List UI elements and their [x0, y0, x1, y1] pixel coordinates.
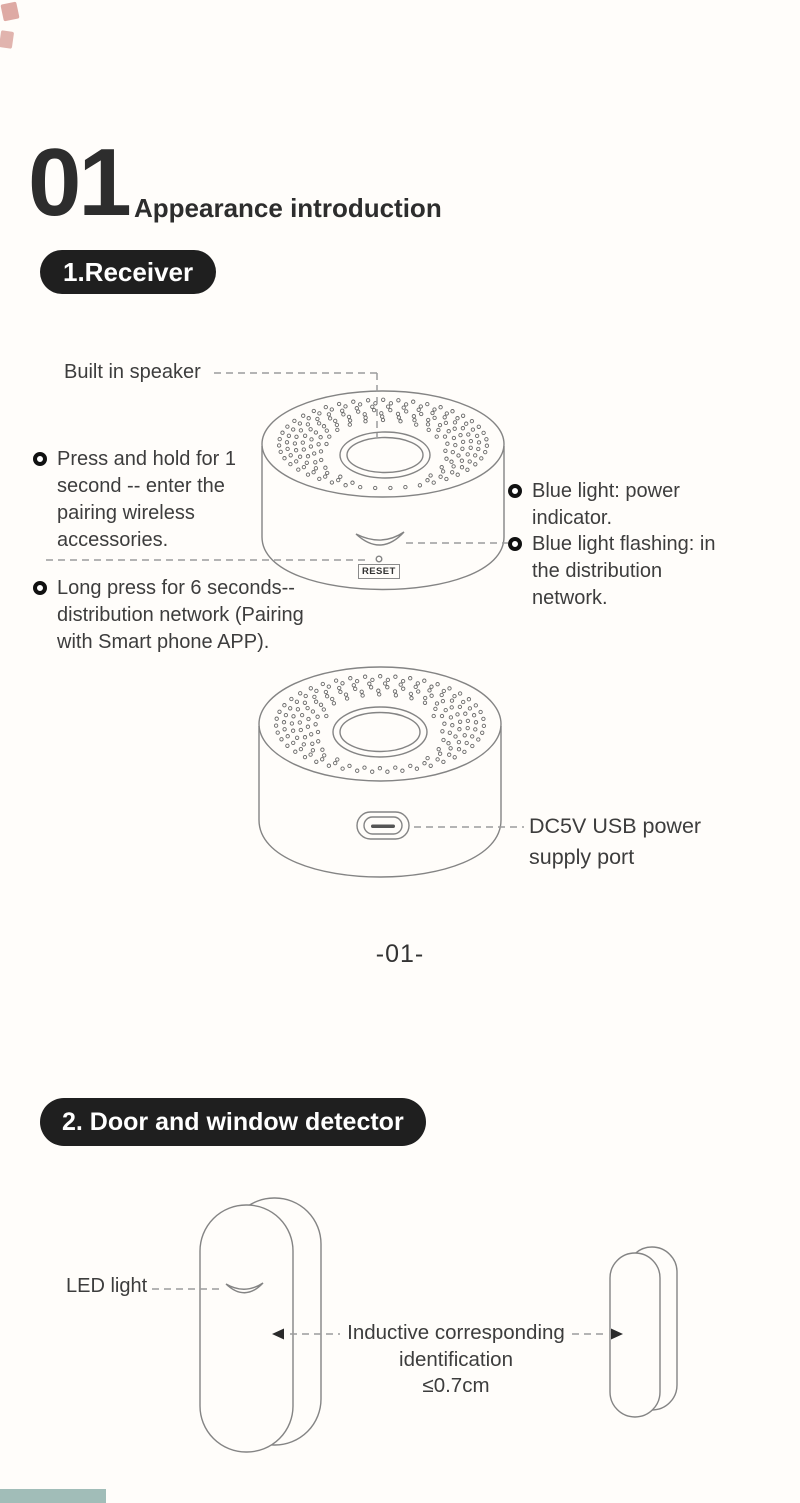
arrow-left-icon: [272, 1328, 284, 1340]
page-title: Appearance introduction: [134, 193, 442, 223]
bullet-icon: [33, 452, 47, 466]
speaker-holes-pattern: [273, 674, 487, 774]
teal-watermark-bottom: [0, 1489, 106, 1503]
door-sensor-body: [199, 1197, 322, 1453]
bullet-icon: [508, 537, 522, 551]
instruction-blue-light-flashing: Blue light flashing: in the distribution…: [508, 531, 723, 612]
door-sensor-magnet: [609, 1246, 678, 1418]
speaker-holes-pattern: [276, 397, 490, 491]
reset-button-label: RESET: [358, 564, 400, 579]
indicator-light-icon: [355, 531, 405, 546]
speaker-label: Built in speaker: [64, 361, 201, 383]
inductive-line-1: Inductive corresponding: [347, 1321, 565, 1344]
instruction-press-hold: Press and hold for 1 second -- enter the…: [33, 446, 268, 554]
instruction-blue-light: Blue light: power indicator.: [508, 478, 708, 532]
page-number: -01-: [375, 940, 425, 968]
inductive-line-3: ≤0.7cm: [422, 1374, 490, 1397]
receiver-top-view: [261, 390, 505, 591]
inductive-identification-label: Inductive corresponding identification ≤…: [331, 1320, 581, 1400]
receiver-front-view: [258, 666, 502, 878]
led-light-label: LED light: [66, 1275, 148, 1297]
reset-hole-icon: [375, 555, 383, 563]
red-watermark-top: [0, 1, 20, 22]
arrow-right-icon: [611, 1328, 623, 1340]
section-number: 01: [28, 129, 132, 236]
instruction-long-press: Long press for 6 seconds-- distribution …: [33, 575, 313, 656]
usb-port-label: DC5V USB power supply port: [529, 814, 702, 869]
instruction-text: Press and hold for 1 second -- enter the…: [57, 448, 236, 551]
red-watermark-top-2: [0, 30, 15, 49]
leader-lines: [46, 372, 606, 1335]
receiver-badge: 1.Receiver: [40, 250, 217, 294]
detector-badge: 2. Door and window detector: [40, 1098, 426, 1146]
led-light-icon: [225, 1282, 264, 1294]
bullet-icon: [33, 581, 47, 595]
instruction-text: Blue light: power indicator.: [532, 480, 680, 529]
bullet-icon: [508, 484, 522, 498]
inductive-line-2: identification: [399, 1347, 513, 1371]
instruction-text: Long press for 6 seconds-- distribution …: [57, 577, 304, 653]
usb-port-icon: [356, 811, 410, 840]
instruction-text: Blue light flashing: in the distribution…: [532, 533, 716, 609]
